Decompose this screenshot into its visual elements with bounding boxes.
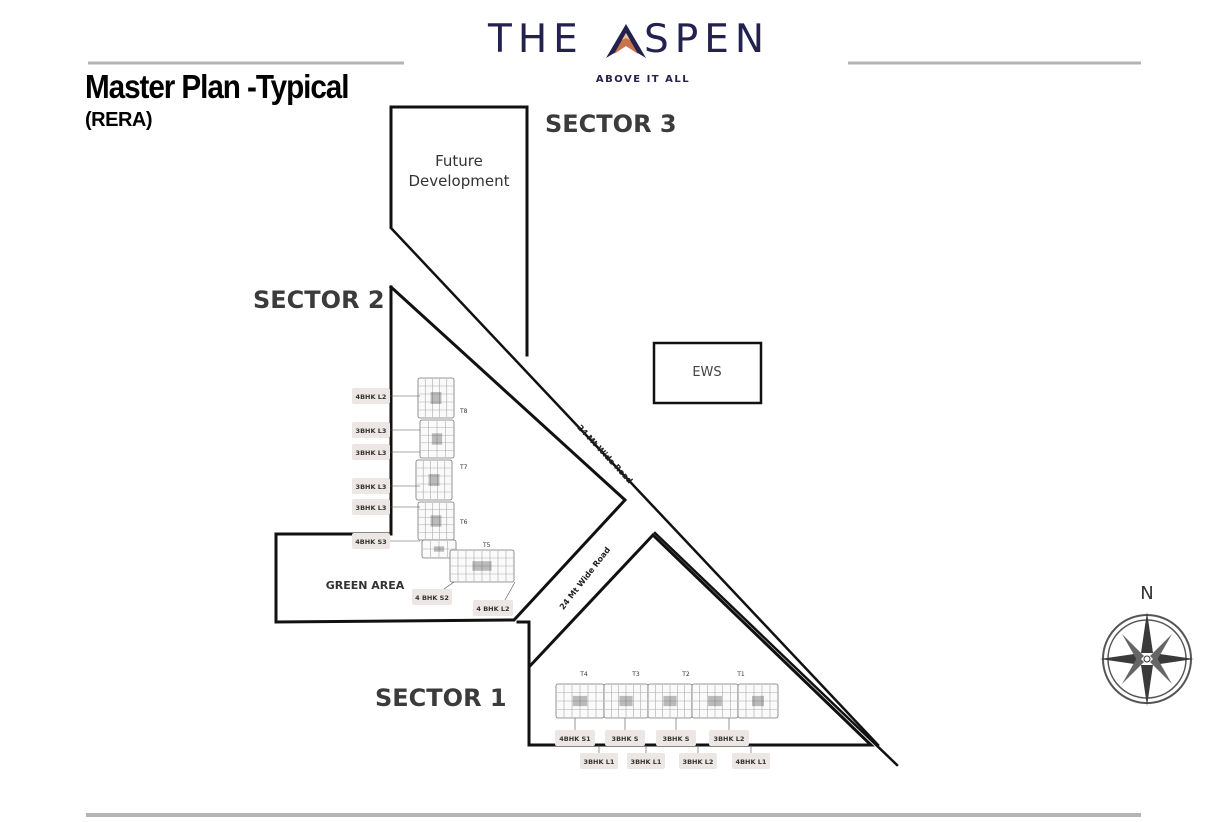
- sector1-tower-block-1: [555, 683, 605, 719]
- sector2-unit-label: 3BHK L3: [352, 444, 390, 460]
- svg-text:3BHK L2: 3BHK L2: [714, 735, 745, 743]
- sector1-unit-label-top: 3BHK S: [656, 730, 696, 746]
- sector1-tower-name: T4: [579, 671, 588, 678]
- compass-north-label: N: [1140, 583, 1153, 604]
- svg-text:4BHK L1: 4BHK L1: [736, 758, 767, 766]
- sector2-unit-label: 3BHK L3: [352, 499, 390, 515]
- sector1-tower-name: T1: [736, 671, 745, 678]
- sector2-unit-label: 4BHK S3: [352, 533, 390, 549]
- future-development-boundary: [389, 105, 529, 357]
- sector1-unit-label-top: 4BHK S1: [555, 730, 595, 746]
- svg-text:4 BHK L2: 4 BHK L2: [476, 605, 509, 613]
- sector1-unit-label-top: 3BHK L2: [709, 730, 749, 746]
- sector2-boundary: [274, 284, 628, 624]
- svg-text:3BHK L3: 3BHK L3: [356, 483, 387, 491]
- svg-text:3BHK S: 3BHK S: [612, 735, 639, 743]
- sector2-bottom-unit-label: 4 BHK S2: [412, 589, 452, 605]
- svg-text:3BHK L3: 3BHK L3: [356, 427, 387, 435]
- sector2-tower-block-4: [417, 501, 455, 541]
- road-upper-edge: [389, 226, 880, 747]
- svg-text:3BHK L1: 3BHK L1: [584, 758, 615, 766]
- future-development-line2: Development: [409, 172, 510, 190]
- sector2-tower-name: T5: [482, 542, 491, 549]
- sector1-tower-block-2: [603, 683, 649, 719]
- sector1-tower-name: T2: [681, 671, 690, 678]
- leader-line: [504, 581, 516, 601]
- sector2-tower-name: T6: [459, 519, 468, 526]
- sector2-tower-name: T8: [459, 408, 468, 415]
- brand-word-left: THE: [488, 17, 584, 62]
- svg-text:4 BHK S2: 4 BHK S2: [415, 594, 449, 602]
- sector1-tower-block-3: [647, 683, 693, 719]
- sector1-label: SECTOR 1: [375, 684, 507, 712]
- site-boundaries: [274, 105, 899, 767]
- sector2-tower-block-1: [417, 377, 455, 419]
- svg-text:4BHK L2: 4BHK L2: [356, 393, 387, 401]
- sector2-label: SECTOR 2: [253, 286, 385, 314]
- sector2-unit-label: 4BHK L2: [352, 388, 390, 404]
- leader-line: [443, 581, 455, 590]
- sector2-tower-name: T7: [459, 464, 468, 471]
- svg-text:3BHK L2: 3BHK L2: [683, 758, 714, 766]
- svg-text:3BHK S: 3BHK S: [663, 735, 690, 743]
- sector1-tower-block-4: [691, 683, 739, 719]
- sector1-unit-label-bottom: 3BHK L1: [580, 753, 618, 769]
- page-subtitle: (RERA): [85, 109, 153, 131]
- brand-logo: THE SPEN ABOVE IT ALL: [488, 16, 798, 88]
- compass-rose-icon: [1100, 612, 1194, 706]
- sector2-unit-label: 3BHK L3: [352, 478, 390, 494]
- green-area-label: GREEN AREA: [326, 579, 405, 592]
- brand-word-right: SPEN: [644, 17, 771, 62]
- sector2-bottom-unit-label: 4 BHK L2: [473, 600, 513, 616]
- sector3-label: SECTOR 3: [545, 110, 677, 138]
- sector1-tower-block-5: [737, 683, 779, 719]
- page-title: Master Plan -Typical: [85, 68, 349, 105]
- road-upper-label: 24 Mt Wide Road: [575, 423, 634, 485]
- sector1-unit-label-bottom: 3BHK L2: [679, 753, 717, 769]
- future-development-line1: Future: [435, 152, 483, 170]
- building-footprints: [415, 377, 779, 719]
- sector2-tower-block-2: [419, 419, 455, 459]
- sector1-unit-label-bottom: 3BHK L1: [627, 753, 665, 769]
- svg-text:3BHK L3: 3BHK L3: [356, 449, 387, 457]
- svg-text:3BHK L3: 3BHK L3: [356, 504, 387, 512]
- svg-text:3BHK L1: 3BHK L1: [631, 758, 662, 766]
- sector1-unit-label-top: 3BHK S: [605, 730, 645, 746]
- sector2-tower-t5-block: [449, 549, 515, 583]
- aspen-peak-icon: [606, 24, 646, 58]
- sector2-unit-label: 3BHK L3: [352, 422, 390, 438]
- svg-text:4BHK S1: 4BHK S1: [559, 735, 591, 743]
- sector1-boundary: [516, 532, 875, 747]
- sector2-tower-block-3: [415, 459, 453, 501]
- sector2-tower-block-5: [421, 539, 457, 559]
- road-lower-edge: [653, 531, 899, 767]
- road-lower-label: 24 Mt Wide Road: [558, 545, 613, 611]
- svg-text:4BHK S3: 4BHK S3: [355, 538, 386, 546]
- ews-box: [652, 341, 763, 405]
- sector1-unit-label-bottom: 4BHK L1: [732, 753, 770, 769]
- ews-label: EWS: [692, 365, 721, 380]
- brand-tagline: ABOVE IT ALL: [595, 74, 691, 85]
- sector1-tower-name: T3: [631, 671, 640, 678]
